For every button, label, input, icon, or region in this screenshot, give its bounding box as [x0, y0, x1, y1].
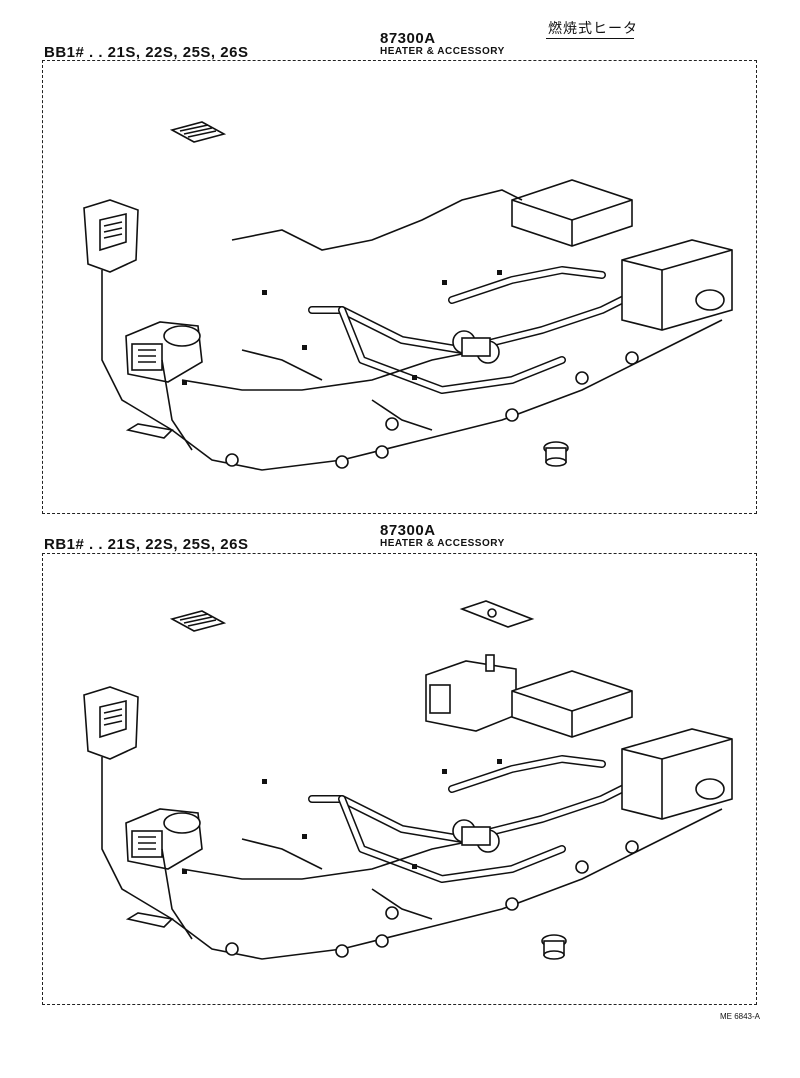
- section-1-diagram: [83, 121, 733, 471]
- ecu-box-part: [511, 179, 633, 247]
- tank-part: [425, 654, 517, 732]
- cap-part: [541, 934, 567, 960]
- relay-part: [125, 423, 174, 439]
- section-2-frame: [42, 553, 757, 1005]
- section-2-part-title: HEATER & ACCESSORY: [380, 538, 505, 549]
- plate-part: [169, 610, 227, 632]
- section-2-part-code: 87300A: [380, 522, 436, 539]
- section-1-part-title: HEATER & ACCESSORY: [380, 46, 505, 57]
- title-underline: [546, 38, 634, 39]
- drawing-id: ME 6843-A: [719, 1012, 760, 1021]
- section-2-model-code: RB1# . . 21S, 22S, 25S, 26S: [44, 536, 249, 553]
- clips: [182, 270, 502, 385]
- section-1-model-code: BB1# . . 21S, 22S, 25S, 26S: [44, 44, 249, 61]
- heater-unit-part: [125, 321, 203, 383]
- pump-part: [452, 330, 500, 364]
- plate-part: [169, 121, 227, 143]
- clips: [182, 759, 502, 874]
- relay-part: [125, 912, 174, 928]
- section-2-diagram: [83, 600, 733, 960]
- cap-part: [543, 441, 569, 467]
- heater-unit-part: [125, 808, 203, 870]
- japanese-title: 燃焼式ヒータ: [548, 21, 638, 37]
- burner-heater-part: [621, 728, 733, 820]
- ecu-box-part: [511, 670, 633, 738]
- section-1-part-code: 87300A: [380, 30, 436, 47]
- grommets: [225, 840, 639, 958]
- bracket-part: [459, 600, 535, 628]
- control-panel-part: [83, 686, 139, 760]
- burner-heater-part: [621, 239, 733, 331]
- section-1-frame: [42, 60, 757, 514]
- pump-part: [452, 819, 500, 853]
- control-panel-part: [83, 199, 139, 273]
- grommets: [225, 351, 639, 469]
